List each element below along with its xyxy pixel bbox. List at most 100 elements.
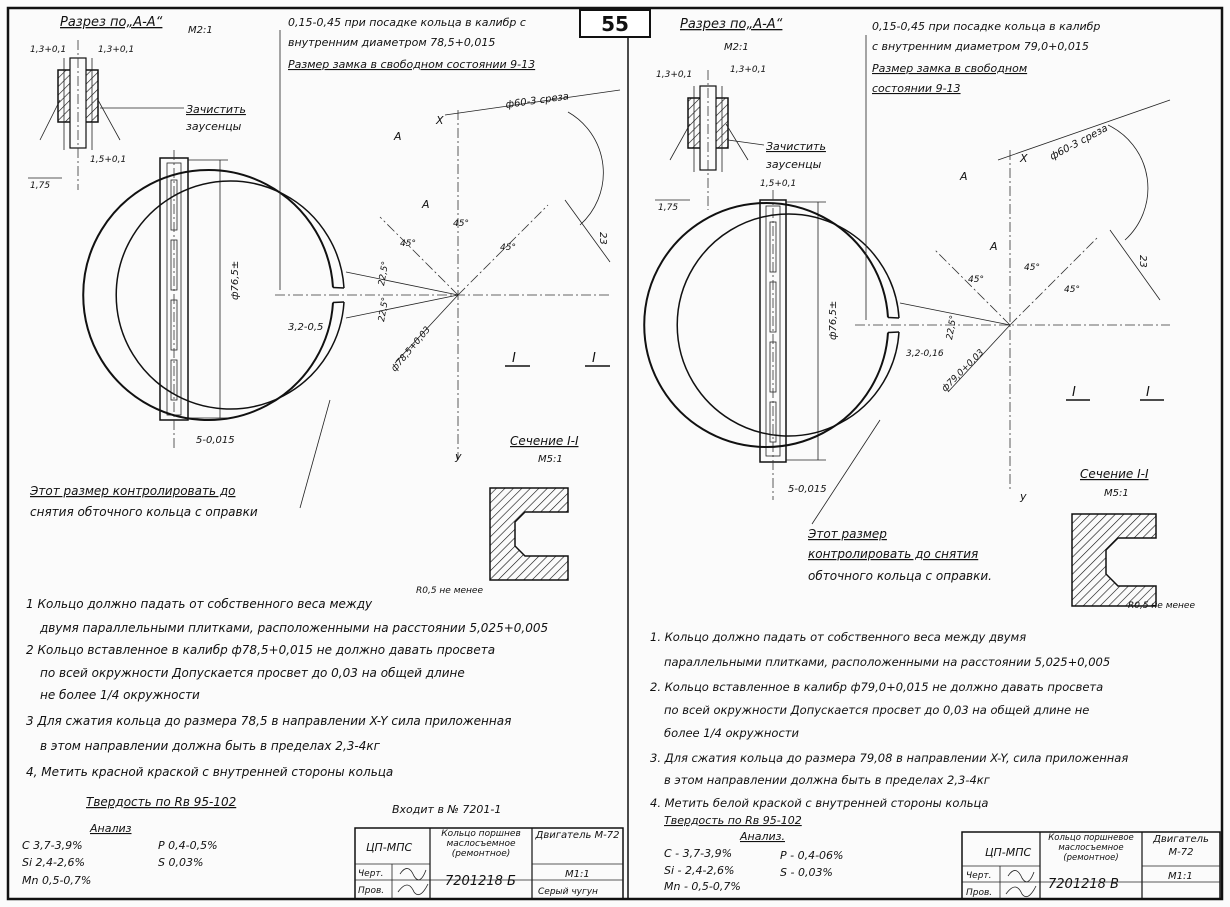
right-ang-45a: 45° [1024, 263, 1040, 273]
right-tb-name: Кольцо поршневое маслосъемное (ремонтное… [1048, 833, 1134, 863]
left-dim-23: 23 [597, 232, 608, 245]
left-section-ii-view [489, 487, 569, 581]
left-note-line: по всей окружности Допускается просвет д… [40, 666, 465, 680]
left-ang-45b: 45° [400, 239, 416, 249]
right-tb-scale: М1:1 [1168, 871, 1193, 882]
left-note-line: 4, Метить красной краской с внутренней с… [26, 765, 393, 779]
left-section-title: Разрез по„А-А“ [60, 15, 163, 30]
left-tb-engine: Двигатель М-72 [535, 830, 620, 841]
right-roman-1: I [1072, 385, 1076, 400]
left-mark-a1: А [393, 130, 402, 143]
right-analysis-item: Si - 2,4-2,6% [664, 864, 734, 877]
left-note-line: 1 Кольцо должно падать от собственного в… [26, 597, 373, 611]
right-dim-thick: 5-0,015 [788, 484, 827, 495]
right-section-title: Разрез по„А-А“ [680, 17, 783, 32]
right-lock-note-1: Размер замка в свободном [872, 62, 1027, 75]
left-analysis-item: Р 0,4-0,5% [158, 839, 218, 852]
left-dim-lock: 3,2-0,5 [288, 322, 323, 333]
right-analysis-item: Р - 0,4-06% [780, 849, 844, 862]
right-tb-checked: Пров. [966, 888, 992, 898]
left-axis-y: y [454, 450, 462, 463]
right-analysis-item: S - 0,03% [780, 866, 833, 879]
left-deburr-2: заусенцы [186, 120, 242, 133]
right-signature-1 [1007, 870, 1035, 883]
left-section-scale: M2:1 [188, 25, 213, 36]
left-notes: 1 Кольцо должно падать от собственного в… [26, 597, 548, 779]
right-notes: 1. Кольцо должно падать от собственного … [650, 630, 1128, 810]
left-ang-45c: 45° [500, 243, 516, 253]
left-roman-1: I [512, 351, 516, 366]
left-tb-drawn: Черт. [358, 869, 384, 879]
right-lock-note-2: состоянии 9-13 [872, 82, 961, 95]
right-tb-engine: Двигатель М-72 [1153, 834, 1209, 858]
left-tb-number: 7201218 Б [445, 874, 516, 889]
left-roman-2: I [592, 351, 596, 366]
left-note-line: в этом направлении должна быть в предела… [40, 739, 381, 753]
right-dim-15: 1,5+0,1 [760, 179, 796, 189]
right-dim-w2: 1,3+0,1 [730, 65, 766, 75]
right-deburr-1: Зачистить [766, 140, 826, 153]
left-tb-engine-box: Двигатель М-72 [535, 830, 620, 841]
left-dim-w2: 1,3+0,1 [98, 45, 134, 55]
left-title-block [354, 827, 624, 900]
right-mark-a1: А [959, 170, 968, 183]
right-drawing: Разрез по„А-А“ M2:1 1,3+0,1 1,3+0,1 Зачи… [643, 17, 1221, 900]
left-dim-diam: ф78,5+0,03 [390, 325, 433, 374]
left-signature-2 [397, 883, 429, 896]
right-hardness: Твердость по Rв 95-102 [664, 814, 802, 827]
left-deburr-1: Зачистить [186, 103, 246, 116]
right-gap-note-1: 0,15-0,45 при посадке кольца в калибр [872, 20, 1100, 33]
left-analysis-item: С 3,7-3,9% [22, 839, 83, 852]
right-ang-45b: 45° [968, 275, 984, 285]
page-number: 55 [601, 12, 629, 36]
right-section-scale: M2:1 [724, 42, 749, 53]
right-note-line: в этом направлении должна быть в предела… [664, 773, 991, 787]
right-section-aa [669, 70, 749, 210]
left-section-aa [39, 40, 121, 190]
left-analysis-title: Анализ [89, 822, 132, 835]
right-section-ii-view [1071, 513, 1157, 607]
right-note-line: 1. Кольцо должно падать от собственного … [650, 630, 1026, 644]
right-tb-org: ЦП-МПС [985, 846, 1032, 859]
right-tb-engine-box: Двигатель М-72 [1153, 834, 1209, 858]
left-analysis-item: Si 2,4-2,6% [22, 856, 85, 869]
right-note-line: параллельными плитками, расположенными н… [664, 655, 1110, 669]
left-note-line: 2 Кольцо вставленное в калибр ф78,5+0,01… [26, 643, 495, 657]
left-axis-x: X [435, 114, 444, 127]
right-analysis-item: С - 3,7-3,9% [664, 847, 732, 860]
left-gap-note-2: внутренним диаметром 78,5+0,015 [288, 36, 495, 49]
right-dim-23: 23 [1137, 255, 1148, 268]
left-dim-width: ф76,5± [230, 261, 241, 300]
right-section-ii-scale: M5:1 [1104, 488, 1129, 499]
left-chamfer: R0,5 не менее [416, 586, 483, 596]
left-cut-label: ф60-3 среза [505, 91, 570, 111]
right-cut-label: ф60-3 среза [1048, 123, 1110, 163]
left-tb-scale: М1:1 [565, 869, 590, 880]
right-dim-diam: ф79,0+0,03 [940, 348, 986, 394]
right-note-line: более 1/4 окружности [664, 726, 799, 740]
left-section-ii-scale: M5:1 [538, 454, 563, 465]
right-roman-2: I [1146, 385, 1150, 400]
left-gap-note-1: 0,15-0,45 при посадке кольца в калибр с [288, 16, 526, 29]
left-note-line: не более 1/4 окружности [40, 688, 200, 702]
left-tb-checked: Пров. [358, 886, 384, 896]
right-dim-width: ф76,5± [828, 301, 839, 340]
right-tb-name-box: Кольцо поршневое маслосъемное (ремонтное… [1048, 833, 1134, 863]
right-dim-175: 1,75 [658, 203, 678, 213]
right-note-line: по всей окружности Допускается просвет д… [664, 703, 1089, 717]
left-ang-225b: 22,5° [377, 297, 391, 323]
right-title-block [961, 831, 1221, 900]
left-note-line: двумя параллельными плитками, расположен… [39, 621, 548, 635]
left-ring-view [82, 89, 621, 460]
left-tb-name: Кольцо поршнев маслосъемное (ремонтное) [441, 829, 521, 859]
right-ring-view [643, 99, 1171, 490]
right-note-line: 4. Метить белой краской с внутренней сто… [650, 796, 988, 810]
right-dim-lock: 3,2-0,16 [906, 349, 944, 359]
left-lock-note: Размер замка в свободном состоянии 9-13 [288, 58, 535, 71]
left-note-line: 3 Для сжатия кольца до размера 78,5 в на… [26, 714, 511, 728]
left-hardness: Твердость по Rв 95-102 [86, 795, 236, 809]
left-tb-org: ЦП-МПС [366, 841, 413, 854]
left-mark-a2: А [421, 198, 430, 211]
